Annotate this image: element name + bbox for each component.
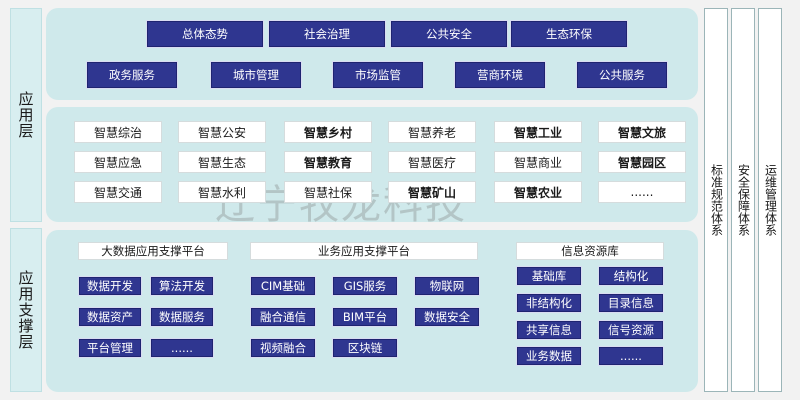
smart-app-box: 智慧养老 — [388, 121, 476, 143]
smart-app-box: 智慧应急 — [74, 151, 162, 173]
info-resource-item: 基础库 — [516, 266, 582, 286]
app-module-box: 公共服务 — [576, 61, 668, 89]
business-item: CIM基础 — [250, 276, 316, 296]
business-item: BIM平台 — [332, 307, 398, 327]
smart-app-box: 智慧园区 — [598, 151, 686, 173]
smart-app-box: 智慧公安 — [178, 121, 266, 143]
app-module-box: 政务服务 — [86, 61, 178, 89]
business-item: 区块链 — [332, 338, 398, 358]
bigdata-item: 数据服务 — [150, 307, 214, 327]
business-item: 物联网 — [414, 276, 480, 296]
application-layer-label: 应用层 — [10, 8, 42, 222]
smart-app-box: 智慧交通 — [74, 181, 162, 203]
smart-app-box: 智慧乡村 — [284, 121, 372, 143]
support-layer-label: 应用支撑层 — [10, 228, 42, 392]
app-module-box: 市场监管 — [332, 61, 424, 89]
smart-app-box: ...... — [598, 181, 686, 203]
info-resource-item: 结构化 — [598, 266, 664, 286]
info-resource-header: 信息资源库 — [516, 242, 664, 260]
bigdata-item: 数据资产 — [78, 307, 142, 327]
info-resource-item: 共享信息 — [516, 320, 582, 340]
app-module-box: 生态环保 — [510, 20, 628, 48]
info-resource-item: 业务数据 — [516, 346, 582, 366]
business-item: 融合通信 — [250, 307, 316, 327]
bigdata-item: 平台管理 — [78, 338, 142, 358]
app-module-box: 营商环境 — [454, 61, 546, 89]
operations-system-column: 运维管理体系 — [758, 8, 782, 392]
standards-system-column: 标准规范体系 — [704, 8, 728, 392]
smart-app-box: 智慧水利 — [178, 181, 266, 203]
smart-app-box: 智慧农业 — [494, 181, 582, 203]
info-resource-item: 信号资源 — [598, 320, 664, 340]
bigdata-platform-header: 大数据应用支撑平台 — [78, 242, 228, 260]
smart-app-box: 智慧医疗 — [388, 151, 476, 173]
bigdata-item: 数据开发 — [78, 276, 142, 296]
bigdata-item: ...... — [150, 338, 214, 358]
app-module-box: 公共安全 — [390, 20, 508, 48]
app-module-box: 总体态势 — [146, 20, 264, 48]
business-item: 视频融合 — [250, 338, 316, 358]
info-resource-item: 非结构化 — [516, 293, 582, 313]
app-module-box: 社会治理 — [268, 20, 386, 48]
smart-app-box: 智慧工业 — [494, 121, 582, 143]
info-resource-item: ...... — [598, 346, 664, 366]
smart-app-box: 智慧教育 — [284, 151, 372, 173]
bigdata-item: 算法开发 — [150, 276, 214, 296]
smart-app-box: 智慧文旅 — [598, 121, 686, 143]
business-item: 数据安全 — [414, 307, 480, 327]
smart-app-box: 智慧矿山 — [388, 181, 476, 203]
business-item: GIS服务 — [332, 276, 398, 296]
info-resource-item: 目录信息 — [598, 293, 664, 313]
smart-app-box: 智慧综治 — [74, 121, 162, 143]
app-module-box: 城市管理 — [210, 61, 302, 89]
smart-app-box: 智慧商业 — [494, 151, 582, 173]
business-platform-header: 业务应用支撑平台 — [250, 242, 478, 260]
smart-app-box: 智慧生态 — [178, 151, 266, 173]
smart-app-box: 智慧社保 — [284, 181, 372, 203]
security-system-column: 安全保障体系 — [731, 8, 755, 392]
